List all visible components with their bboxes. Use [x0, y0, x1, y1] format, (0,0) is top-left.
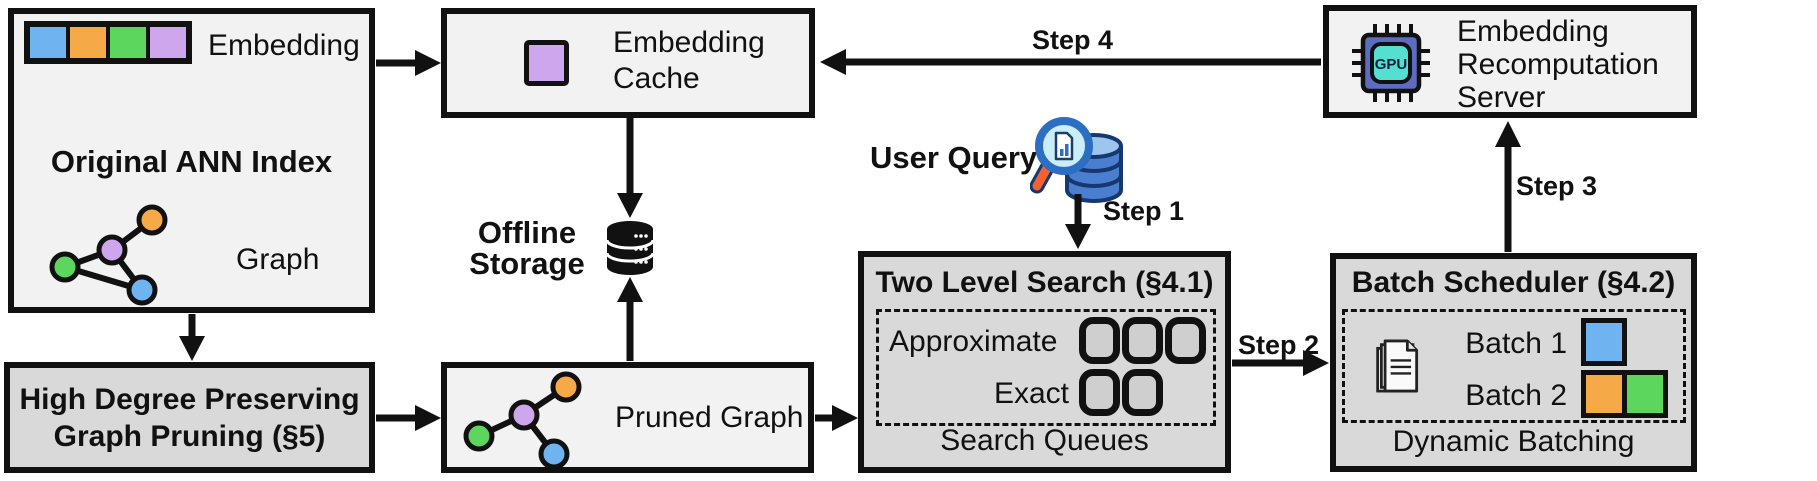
- document-glyph: [1054, 131, 1074, 161]
- batch-scheduler-title: Batch Scheduler (§4.2): [1351, 266, 1676, 299]
- batch2-items: [1581, 370, 1668, 418]
- queue-slot: [1165, 317, 1206, 364]
- dynamic-batching-group: Batch 1 Batch 2: [1342, 309, 1686, 423]
- queue-slot: [1122, 369, 1163, 416]
- recomputation-server-box: GPU Embedding Recomputation Server: [1323, 5, 1697, 118]
- batch-item-orange: [1586, 375, 1622, 413]
- arrow-pruned-to-search: [815, 405, 858, 431]
- gpu-chip-label: GPU: [1375, 56, 1408, 73]
- exact-queue-label: Exact: [993, 377, 1069, 410]
- batch-scheduler-box: Batch Scheduler (§4.2) Batch 1 Batch 2 D…: [1330, 253, 1697, 472]
- pruned-graph-icon: [463, 371, 582, 470]
- graph-label: Graph: [236, 243, 320, 276]
- embedding-label: Embedding: [208, 29, 360, 62]
- pruning-title-line2: Graph Pruning (§5): [53, 419, 326, 453]
- query-search-database-icon: [1030, 117, 1123, 203]
- search-queues-group: Approximate Exact: [876, 309, 1216, 426]
- arrow-pruning-to-pruned: [376, 405, 441, 431]
- original-ann-index-box: Embedding Original ANN Index Graph: [8, 8, 375, 313]
- queue-slot: [1122, 317, 1163, 364]
- batch1-label: Batch 1: [1465, 327, 1567, 360]
- batch-item-blue: [1586, 323, 1622, 361]
- search-queues-caption: Search Queues: [940, 424, 1149, 457]
- embedding-cache-box: Embedding Cache: [441, 8, 815, 118]
- server-title-line1: Embedding: [1457, 15, 1609, 48]
- embedding-cell-blue: [30, 27, 66, 58]
- queue-slot: [1079, 369, 1120, 416]
- documents-icon: [1376, 339, 1419, 393]
- two-level-search-box: Two Level Search (§4.1) Approximate Exac…: [858, 251, 1231, 473]
- arrow-pruned-to-storage: [617, 277, 643, 361]
- arrow-cache-to-storage: [617, 118, 643, 218]
- batch-item-green: [1627, 375, 1663, 413]
- approximate-queue-slots: [1079, 317, 1206, 364]
- ann-index-title: Original ANN Index: [50, 144, 333, 179]
- step1-label: Step 1: [1103, 196, 1185, 226]
- storage-label-line1: Offline: [477, 215, 577, 250]
- arrow-ann-to-cache: [376, 50, 441, 76]
- embedding-vector-icon: [24, 21, 192, 64]
- pruning-title-line1: High Degree Preserving: [19, 382, 360, 416]
- two-level-search-title: Two Level Search (§4.1): [875, 266, 1214, 299]
- graph-icon: [49, 204, 168, 306]
- server-title-line3: Server: [1457, 81, 1546, 114]
- step3-label: Step 3: [1516, 171, 1598, 201]
- server-title-line2: Recomputation: [1457, 48, 1659, 81]
- pruned-graph-label: Pruned Graph: [615, 401, 804, 434]
- embedding-cell-orange: [70, 27, 106, 58]
- step4-label: Step 4: [1032, 25, 1114, 55]
- embedding-cell-purple: [150, 27, 186, 58]
- offline-storage-label: Offline Storage: [462, 217, 592, 279]
- batch1-items: [1581, 318, 1627, 366]
- gpu-chip-icon: GPU: [1352, 24, 1430, 102]
- storage-label-line2: Storage: [469, 246, 585, 281]
- user-query-label: User Query: [870, 140, 1038, 175]
- cached-embedding-icon: [524, 40, 569, 86]
- approximate-queue-label: Approximate: [889, 325, 1058, 358]
- pruned-graph-box: Pruned Graph: [441, 362, 814, 473]
- queue-slot: [1079, 317, 1120, 364]
- arrow-ann-to-pruning: [179, 314, 205, 361]
- graph-pruning-box: High Degree Preserving Graph Pruning (§5…: [4, 362, 375, 473]
- embedding-cell-green: [110, 27, 146, 58]
- batch2-label: Batch 2: [1465, 379, 1567, 412]
- cache-title-line2: Cache: [613, 62, 700, 95]
- dynamic-batching-caption: Dynamic Batching: [1392, 425, 1635, 458]
- step2-label: Step 2: [1238, 330, 1320, 360]
- exact-queue-slots: [1079, 369, 1163, 416]
- database-icon: [605, 221, 655, 275]
- cache-title-line1: Embedding: [613, 26, 765, 59]
